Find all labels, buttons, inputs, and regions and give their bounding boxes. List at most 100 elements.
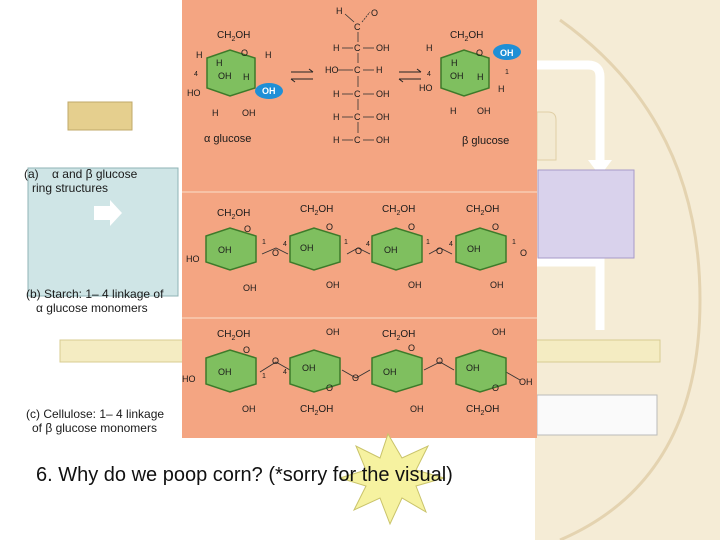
- panel-b-starch-chain: CH2OH O OH HO 1 O OH CH2OH O 4 OH 1 O OH…: [186, 204, 527, 293]
- ring-hexagon: [289, 227, 341, 271]
- atom-label: HO: [187, 88, 201, 98]
- atom-label: OH: [218, 367, 232, 377]
- bond: [361, 11, 371, 23]
- panel-a-caption: (a) α and β glucose ring structures: [24, 167, 137, 195]
- panel-a-tag: (a): [24, 167, 39, 181]
- atom-label: O: [272, 356, 279, 366]
- atom-label: 4: [427, 71, 431, 78]
- panel-a-caption-line1: α and β glucose: [52, 167, 138, 181]
- atom-label: 1: [262, 373, 266, 380]
- starburst-highlight: [338, 432, 446, 526]
- atom-label: H: [333, 89, 340, 99]
- atom-label: C: [354, 89, 361, 99]
- panel-c-caption-line1: (c) Cellulose: 1– 4 linkage: [26, 407, 165, 421]
- panel-b-caption: (b) Starch: 1– 4 linkage of α glucose mo…: [26, 287, 163, 315]
- alpha-glucose-name: α glucose: [204, 133, 251, 145]
- panel-b-caption-line2: α glucose monomers: [36, 301, 148, 315]
- atom-label: H: [333, 43, 340, 53]
- atom-label: OH: [376, 112, 390, 122]
- atom-label: 1: [344, 239, 348, 246]
- atom-label: OH: [302, 363, 316, 373]
- atom-label: C: [354, 135, 361, 145]
- teal-box: [27, 167, 179, 297]
- atom-label: HO: [325, 65, 339, 75]
- panel-a-caption-line2: ring structures: [32, 181, 109, 195]
- atom-label: OH: [218, 71, 232, 81]
- atom-label: OH: [326, 280, 340, 290]
- ch2oh-label: CH2OH: [466, 204, 499, 217]
- atom-label: O: [352, 373, 359, 383]
- equilibrium-arrow-left: [290, 68, 314, 83]
- atom-label: 1: [512, 239, 516, 246]
- atom-label: H: [196, 50, 203, 60]
- atom-label: OH: [467, 244, 481, 254]
- arrow-right-loop-head: [588, 160, 612, 176]
- ch2oh-label: CH2OH: [217, 30, 250, 43]
- atom-label: O: [492, 383, 499, 393]
- atom-label: O: [436, 356, 443, 366]
- bond-lines: [261, 247, 453, 255]
- atom-label: OH: [242, 404, 256, 414]
- highlighted-oh-label: OH: [500, 48, 514, 58]
- atom-label: OH: [376, 89, 390, 99]
- atom-label: OH: [410, 404, 424, 414]
- ring-hexagon: [455, 349, 507, 393]
- ring-hexagon: [289, 349, 341, 393]
- lavender-box: [537, 169, 635, 259]
- atom-label: C: [354, 65, 361, 75]
- atom-label: H: [333, 112, 340, 122]
- atom-label: H: [450, 106, 457, 116]
- atom-label: HO: [419, 83, 433, 93]
- beta-glucose-ring: CH2OH H O OH H 4 1 OH H HO H H OH β gluc…: [419, 30, 521, 147]
- atom-label: O: [244, 224, 251, 234]
- atom-label: 1: [262, 239, 266, 246]
- atom-label: 4: [194, 71, 198, 78]
- atom-label: H: [477, 72, 484, 82]
- panel-a-structures: CH2OH O H H H 4 OH H HO OH H OH α glucos…: [187, 6, 521, 147]
- atom-label: O: [243, 345, 250, 355]
- background-arc: [559, 18, 702, 540]
- atom-label: 1: [505, 69, 509, 76]
- right-tab: [536, 111, 557, 161]
- highlighted-oh-label: OH: [262, 86, 276, 96]
- atom-label: 4: [283, 369, 287, 376]
- ch2oh-label: CH2OH: [300, 404, 333, 417]
- background-band: [535, 0, 720, 540]
- atom-label: 4: [449, 241, 453, 248]
- atom-label: O: [408, 222, 415, 232]
- atom-label: OH: [242, 108, 256, 118]
- atom-label: C: [354, 22, 361, 32]
- atom-label: OH: [466, 363, 480, 373]
- ch2oh-label: CH2OH: [382, 329, 415, 342]
- chain-bonds: [338, 47, 374, 141]
- arrow-left-loop: [95, 60, 182, 100]
- bond: [344, 13, 355, 23]
- atom-label: H: [243, 72, 250, 82]
- atom-label: H: [265, 50, 272, 60]
- atom-label: H: [498, 84, 505, 94]
- teal-box-arrow: [94, 200, 122, 226]
- ring-hexagon: [205, 227, 257, 271]
- ring-hexagon: [455, 227, 507, 271]
- atom-label: OH: [383, 367, 397, 377]
- atom-label: O: [520, 248, 527, 258]
- atom-label: H: [376, 65, 383, 75]
- ring-hexagon: [371, 349, 423, 393]
- atom-label: O: [326, 383, 333, 393]
- atom-label: OH: [326, 327, 340, 337]
- atom-label: OH: [376, 43, 390, 53]
- atom-label: O: [272, 248, 279, 258]
- khaki-box-left: [67, 101, 133, 131]
- equilibrium-arrow-right: [398, 68, 422, 83]
- atom-label: 1: [426, 239, 430, 246]
- ch2oh-label: CH2OH: [217, 208, 250, 221]
- atom-label: OH: [376, 135, 390, 145]
- atom-label: OH: [490, 280, 504, 290]
- ch2oh-label: CH2OH: [300, 204, 333, 217]
- atom-label: H: [333, 135, 340, 145]
- atom-label: H: [336, 6, 343, 16]
- atom-label: O: [476, 48, 483, 58]
- atom-label: H: [212, 108, 219, 118]
- panel-b-caption-line1: (b) Starch: 1– 4 linkage of: [26, 287, 164, 301]
- atom-label: C: [354, 43, 361, 53]
